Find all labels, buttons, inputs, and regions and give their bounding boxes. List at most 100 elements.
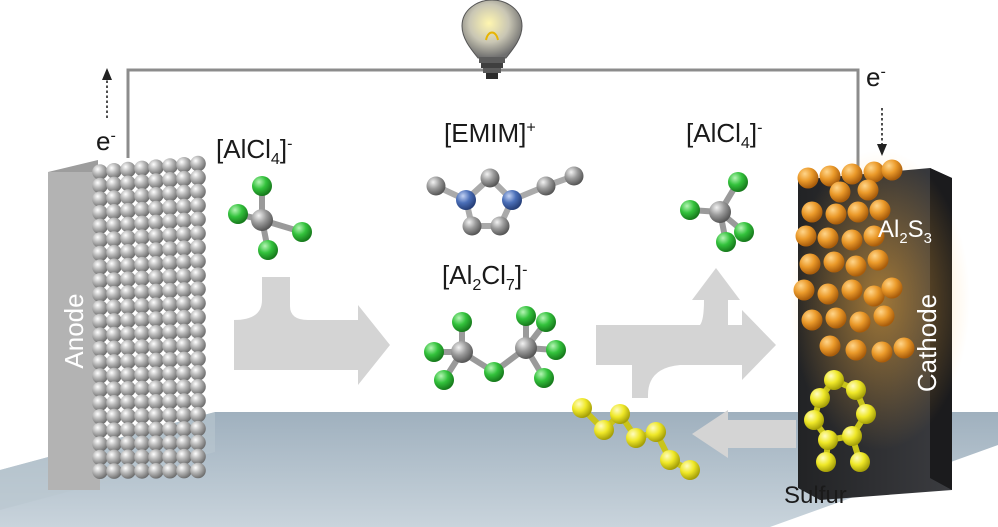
anode-atom (92, 259, 108, 276)
al2s3-sphere (841, 163, 863, 185)
anode-atom (106, 163, 122, 179)
anode-atom (134, 256, 150, 273)
aluminum-atom (515, 337, 537, 359)
al2s3-sphere (797, 167, 819, 189)
anode-atom (176, 323, 192, 340)
chlorine-atom (680, 200, 700, 220)
aluminum-atom (251, 209, 273, 231)
anode-atom (120, 381, 136, 397)
anode-atom (148, 407, 164, 424)
anode-atom (148, 352, 164, 369)
anode-atom (176, 198, 192, 215)
al2s3-sphere (893, 337, 915, 359)
anode-atom (92, 449, 108, 466)
aluminum-atom (709, 201, 731, 223)
anode-atom (176, 170, 192, 187)
anode-atom (148, 421, 164, 438)
anode-atom (134, 463, 150, 479)
dotted-arrow-up-icon (102, 68, 112, 118)
al2s3-sphere (819, 165, 841, 187)
anode-atom (106, 231, 122, 247)
anode-atom (106, 381, 122, 398)
anode-atom (134, 366, 150, 383)
anode-atom (92, 368, 108, 384)
anode-atom (148, 283, 164, 300)
anode-atom (92, 164, 108, 180)
anode-atom (106, 449, 122, 466)
anode-atom (148, 449, 164, 465)
anode-atom (190, 197, 206, 214)
anode-atom (120, 326, 136, 342)
anode-atom (176, 157, 192, 173)
anode-atom (120, 408, 136, 425)
anode-atom (120, 202, 136, 219)
al2s3-spheres (793, 159, 915, 363)
anode-atom (134, 270, 150, 287)
anode-atom (134, 284, 150, 300)
anode-atom (120, 175, 136, 192)
anode-atom (134, 160, 150, 177)
anode-atom (148, 214, 164, 231)
al2s3-sphere (823, 251, 845, 273)
anode-atom (190, 183, 206, 200)
chlorine-atom (452, 312, 472, 332)
anode-atom (120, 435, 136, 452)
anode-atom (92, 286, 108, 303)
sulfur-atom (572, 398, 592, 418)
anode-atom (106, 436, 122, 452)
anode-atom (134, 311, 150, 328)
anode-atom (190, 420, 206, 437)
sulfur-atom (816, 452, 836, 472)
anode-atom (120, 353, 136, 370)
anode-atom (162, 199, 178, 216)
chlorine-atom (728, 172, 748, 192)
anode-atom (148, 255, 164, 272)
cathode-label: Cathode (912, 293, 942, 393)
anode-atom (106, 190, 122, 206)
anode-atom (106, 176, 122, 193)
anode-atom (120, 367, 136, 383)
anode-atom (92, 395, 108, 412)
anode-atom (120, 339, 136, 356)
anode-atom (92, 436, 108, 452)
anode-atom (190, 211, 206, 228)
anode-atom (190, 225, 206, 242)
anode-atom (190, 267, 206, 284)
chlorine-atom (258, 240, 278, 260)
sulfur-atom (818, 430, 838, 450)
anode-atom (148, 187, 164, 203)
anode-atom (148, 394, 164, 410)
anode-atom (190, 281, 206, 297)
anode-atom (120, 394, 136, 411)
al2s3-sphere (847, 201, 869, 223)
anode-atom (120, 244, 136, 260)
emim-label: [EMIM]+ (444, 118, 536, 148)
anode-atom (106, 326, 122, 343)
anode-atom (120, 271, 136, 288)
anode-atom (190, 351, 206, 367)
sulfur-atom (610, 404, 630, 424)
al2s3-sphere (825, 307, 847, 329)
anode-atom (106, 217, 122, 234)
anode-atom (106, 422, 122, 438)
light-bulb-icon (461, 0, 523, 79)
al2s3-sphere (867, 249, 889, 271)
anode-atom (190, 365, 206, 381)
anode-atom (92, 341, 108, 357)
molecules-layer (228, 166, 876, 480)
anode-atom (176, 337, 192, 354)
anode-atom-grid (92, 155, 206, 480)
anode-atom (92, 409, 108, 425)
anode-atom (162, 449, 178, 465)
electron-label-left: e- (96, 126, 116, 156)
anode-atom (190, 323, 206, 339)
anode-atom (106, 313, 122, 329)
anode-atom (120, 463, 136, 479)
chlorine-atom (484, 362, 504, 382)
anode-atom (162, 185, 178, 202)
al2s3-sphere (825, 203, 847, 225)
anode-atom (120, 285, 136, 301)
anode-atom (106, 272, 122, 288)
process-arrow-left (234, 277, 390, 385)
